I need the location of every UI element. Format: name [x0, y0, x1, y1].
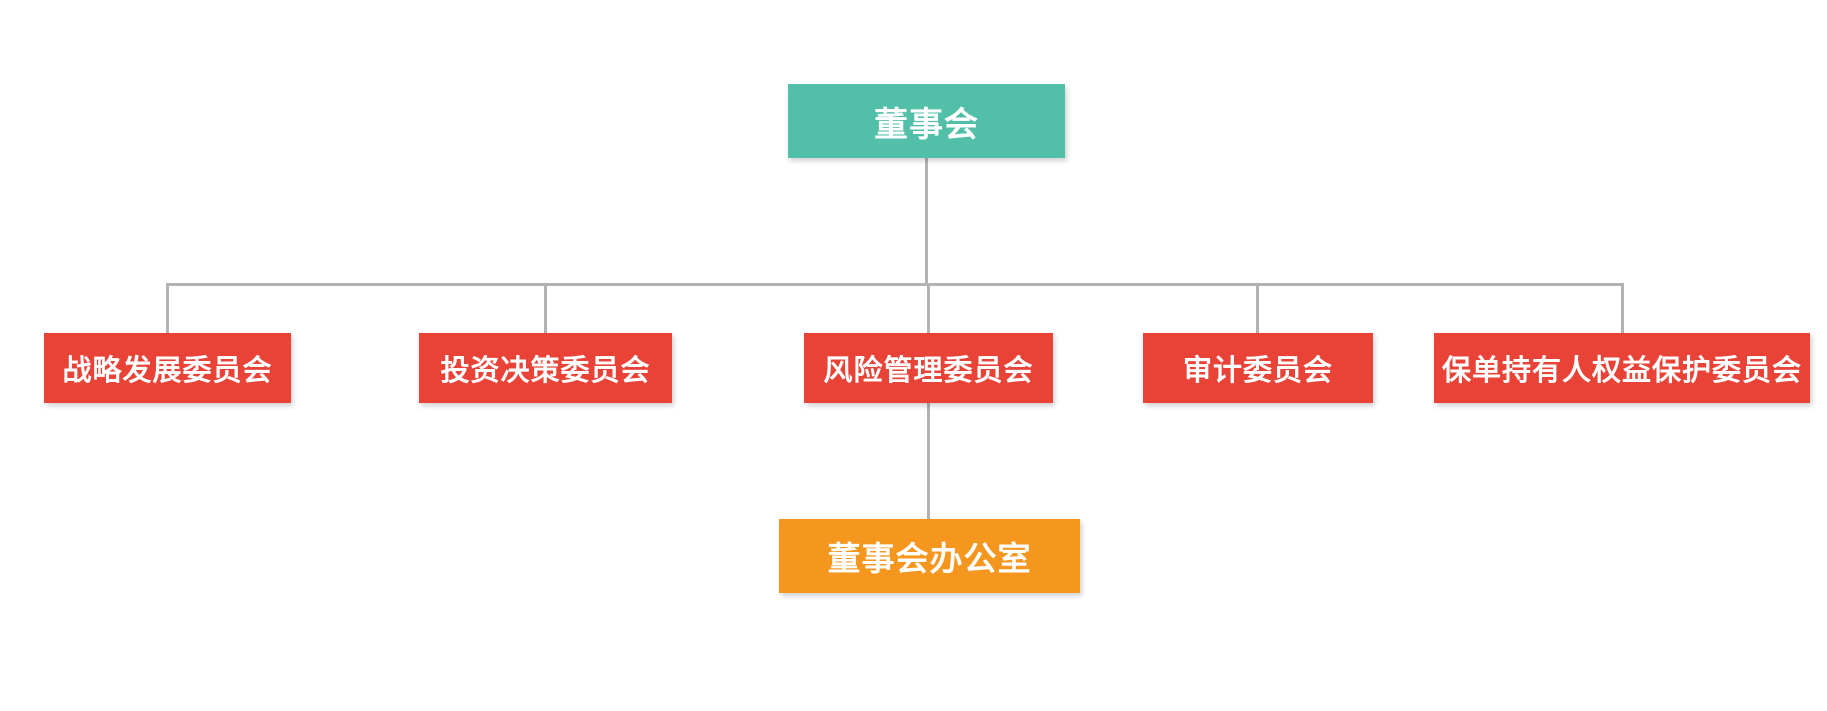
connector-horizontal-bus: [166, 283, 1624, 286]
org-node-risk-management-committee: 风险管理委员会: [804, 333, 1053, 403]
org-node-policyholder-rights-protection-committee: 保单持有人权益保护委员会: [1434, 333, 1810, 403]
connector-stub-strategy: [166, 283, 169, 333]
connector-stub-risk: [927, 283, 930, 333]
connector-stub-policyholder: [1621, 283, 1624, 333]
org-node-board-of-directors: 董事会: [788, 84, 1065, 158]
connector-stub-audit: [1256, 283, 1259, 333]
org-node-strategic-development-committee: 战略发展委员会: [44, 333, 291, 403]
connector-root-to-row: [925, 158, 928, 283]
org-node-board-office: 董事会办公室: [779, 519, 1080, 593]
org-node-investment-decision-committee: 投资决策委员会: [419, 333, 672, 403]
connector-risk-to-office: [927, 403, 930, 519]
org-node-audit-committee: 审计委员会: [1143, 333, 1373, 403]
connector-stub-investment: [544, 283, 547, 333]
